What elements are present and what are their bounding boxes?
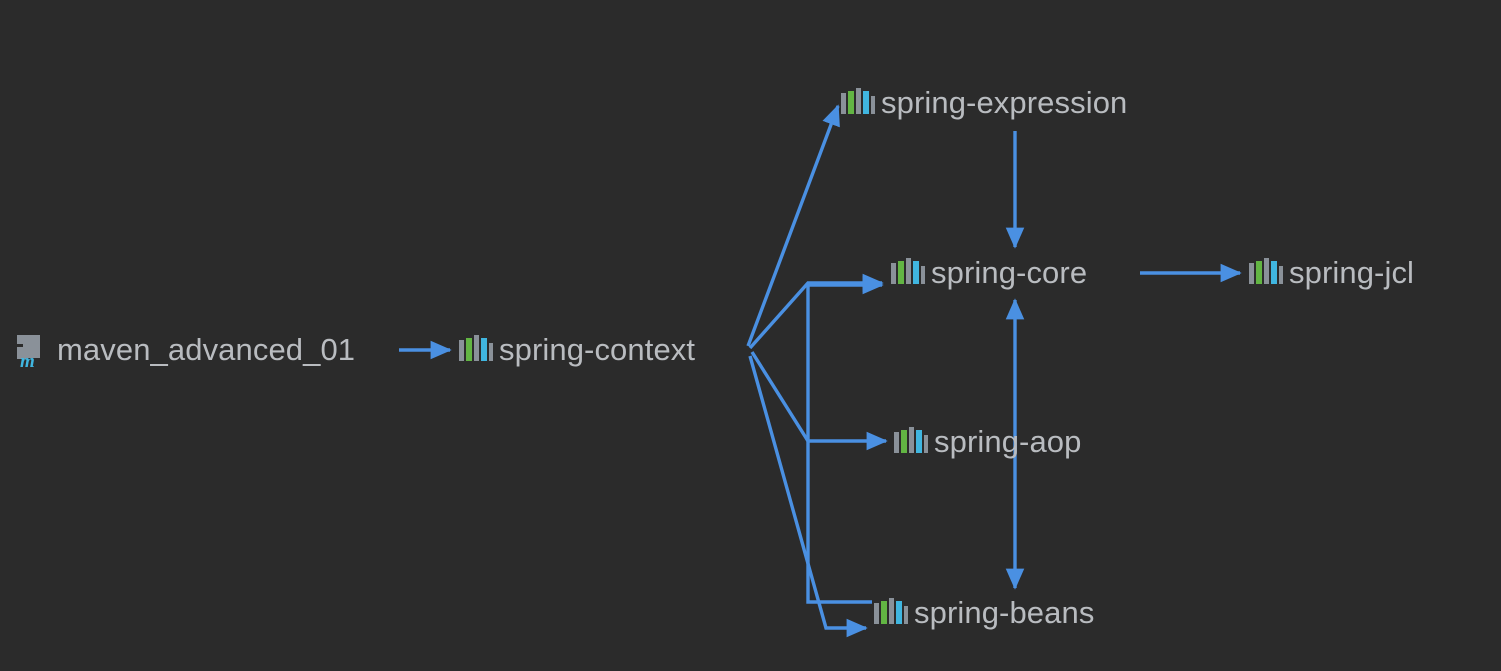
node-maven-advanced-01[interactable]: m maven_advanced_01 [14, 332, 356, 371]
node-label: spring-jcl [1289, 255, 1415, 290]
node-label: spring-expression [881, 85, 1128, 120]
library-icon [893, 426, 928, 458]
node-spring-expression[interactable]: spring-expression [840, 85, 1127, 121]
library-icon [1248, 257, 1283, 289]
library-icon [873, 597, 908, 629]
node-spring-beans[interactable]: spring-beans [873, 595, 1094, 631]
library-icon [890, 257, 925, 289]
node-spring-core[interactable]: spring-core [890, 255, 1087, 291]
library-icon [840, 87, 875, 119]
node-label: spring-context [499, 332, 696, 367]
edge-spring-context-to-spring-beans [748, 355, 868, 638]
node-label: spring-beans [914, 595, 1095, 630]
node-label: maven_advanced_01 [57, 332, 356, 367]
node-label: spring-core [931, 255, 1088, 290]
edge-spring-context-to-spring-aop [750, 351, 888, 451]
node-spring-context[interactable]: spring-context [458, 332, 695, 368]
node-label: spring-aop [934, 424, 1082, 459]
edge-spring-context-to-spring-expression [746, 104, 840, 347]
edge-trunk-vertical [806, 312, 872, 604]
library-icon [458, 334, 493, 366]
maven-module-icon: m [14, 333, 48, 371]
edge-spring-context-to-spring-core [748, 273, 884, 350]
edge-trunk-top-stub [806, 275, 884, 312]
node-spring-jcl[interactable]: spring-jcl [1248, 255, 1414, 291]
node-spring-aop[interactable]: spring-aop [893, 424, 1081, 460]
